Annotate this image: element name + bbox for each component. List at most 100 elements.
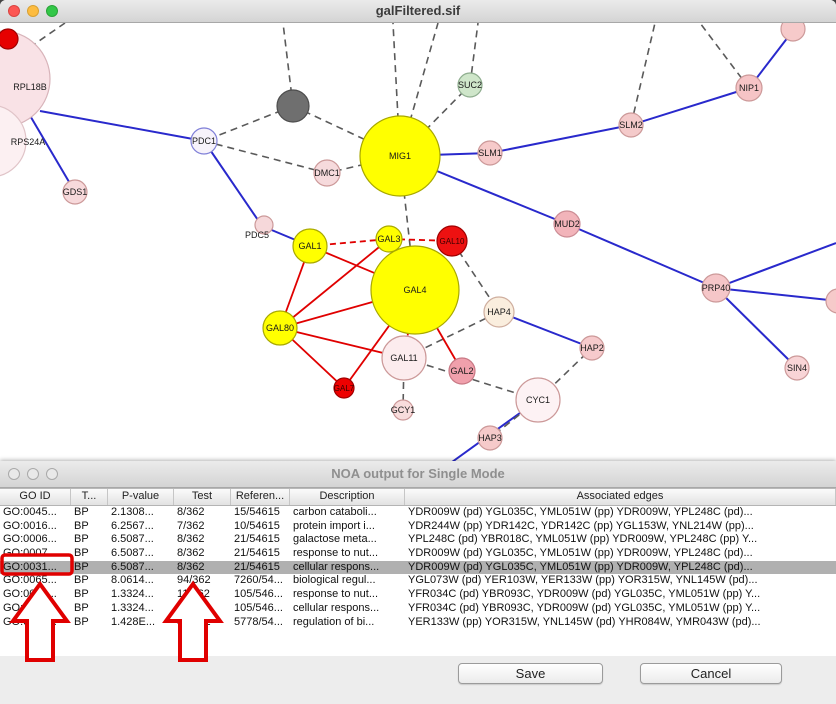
cell-reference: 21/54615 [234,560,280,573]
table-row[interactable]: GO:0006... BP 6.5087... 8/362 21/54615 g… [0,533,836,547]
table-row[interactable]: GO:0050... BP 1.428E... 80/362 5778/54..… [0,616,836,630]
save-button[interactable]: Save [458,663,603,684]
node-unlabeled-red[interactable] [0,28,19,50]
table-row[interactable]: GO:0031... BP 1.3324... 11/362 105/546..… [0,602,836,616]
table-row[interactable]: GO:0045... BP 2.1308... 8/362 15/54615 c… [0,506,836,520]
node-pdc5[interactable] [254,215,274,235]
cell-type: BP [74,519,89,532]
column-header-pvalue[interactable]: P-value [108,489,174,505]
cell-test: 7/362 [177,519,205,532]
table-row[interactable]: GO:0009... BP 1.3324... 11/362 105/546..… [0,588,836,602]
node-label: GAL1 [298,241,321,251]
cell-reference: 10/54615 [234,519,280,532]
node-unlabeled-rightedge[interactable] [825,288,836,314]
node-slm1[interactable] [477,140,503,166]
node-suc2[interactable] [457,72,483,98]
cancel-button[interactable]: Cancel [640,663,782,684]
cell-type: BP [74,601,89,614]
cell-go-id: GO:0045... [3,506,57,518]
table-row-selected[interactable]: GO:0031... BP 6.5087... 8/362 21/54615 c… [0,560,836,575]
column-header-description[interactable]: Description [290,489,405,505]
node-mig1[interactable] [359,115,441,197]
node-gal11[interactable] [381,335,427,381]
node-cyc1[interactable] [515,377,561,423]
cell-associated-edges: YDR009W (pd) YGL035C, YML051W (pp) YDR00… [408,547,753,560]
edge [203,140,328,174]
cell-test: 94/362 [177,574,211,587]
column-header-type[interactable]: T... [71,489,108,505]
cell-type: BP [74,547,89,560]
node-layer [0,23,836,451]
label-layer: RPL18B RPS24A GDS1 PDC1 DMC1 MIG1 SUC2 S… [11,80,807,443]
node-label: HAP3 [478,433,502,443]
minimize-button[interactable] [27,5,39,17]
node-gal80[interactable] [262,310,298,346]
node-gcy1[interactable] [392,399,414,421]
node-label: MUD2 [554,219,580,229]
edge [498,311,593,349]
node-gal3[interactable] [375,225,403,253]
node-gal10[interactable] [436,225,468,257]
node-sin4[interactable] [784,355,810,381]
window-controls [8,468,58,480]
cell-type: BP [74,506,89,518]
close-button[interactable] [8,468,20,480]
node-gal4[interactable] [370,245,460,335]
node-label: MIG1 [389,151,411,161]
node-dmc1[interactable] [313,159,341,187]
close-button[interactable] [8,5,20,17]
node-hap2[interactable] [579,335,605,361]
network-window-titlebar[interactable]: galFiltered.sif [0,0,836,23]
edge [279,238,390,329]
node-hap3[interactable] [477,425,503,451]
cell-reference: 21/54615 [234,547,280,560]
zoom-button[interactable] [46,5,58,17]
cell-pvalue: 8.0614... [111,574,154,587]
cell-associated-edges: YFR034C (pd) YBR093C, YDR009W (pd) YGL03… [408,588,761,601]
edge [203,140,263,227]
edge [489,124,632,154]
node-hap4[interactable] [483,296,515,328]
node-label: DMC1 [314,168,340,178]
cell-test: 8/362 [177,533,205,546]
network-window: galFiltered.sif [0,0,836,462]
cell-description: carbon cataboli... [293,506,377,518]
node-nip1[interactable] [735,74,763,102]
node-label: SLM1 [478,148,502,158]
node-mud2[interactable] [553,210,581,238]
table-row[interactable]: GO:0007... BP 6.5087... 8/362 21/54615 r… [0,547,836,561]
column-header-go-id[interactable]: GO ID [0,489,71,505]
column-header-test[interactable]: Test [174,489,231,505]
node-label: HAP4 [487,307,511,317]
node-unlabeled-topright[interactable] [780,23,806,42]
zoom-button[interactable] [46,468,58,480]
node-slm2[interactable] [618,112,644,138]
column-header-associated-edges[interactable]: Associated edges [405,489,836,505]
edge [715,287,836,302]
edge [392,23,401,157]
node-gds1[interactable] [62,179,88,205]
cell-go-id: GO:0031... [3,601,57,614]
network-canvas[interactable]: RPL18B RPS24A GDS1 PDC1 DMC1 MIG1 SUC2 S… [0,23,836,462]
column-header-reference[interactable]: Referen... [231,489,290,505]
node-unlabeled-gray[interactable] [276,89,310,123]
minimize-button[interactable] [27,468,39,480]
node-pdc1[interactable] [190,127,218,155]
node-rps24a[interactable] [0,105,27,177]
node-gal7[interactable] [333,377,355,399]
results-table: GO ID T... P-value Test Referen... Descr… [0,488,836,656]
node-label: PDC5 [245,230,269,240]
node-gal2[interactable] [448,357,476,385]
table-row[interactable]: GO:0016... BP 6.2567... 7/362 10/54615 p… [0,520,836,534]
cell-go-id: GO:0050... [3,615,57,628]
table-row[interactable]: GO:0065... BP 8.0614... 94/362 7260/54..… [0,574,836,588]
cell-description: regulation of bi... [293,615,375,628]
node-label: PDC1 [192,136,216,146]
node-gal1[interactable] [292,228,328,264]
noa-window-titlebar[interactable]: NOA output for Single Mode [0,461,836,488]
cell-reference: 15/54615 [234,506,280,518]
node-prp40[interactable] [701,273,731,303]
cell-description: cellular respons... [293,560,380,573]
cell-test: 80/362 [177,615,211,628]
cell-pvalue: 1.428E... [111,615,156,628]
